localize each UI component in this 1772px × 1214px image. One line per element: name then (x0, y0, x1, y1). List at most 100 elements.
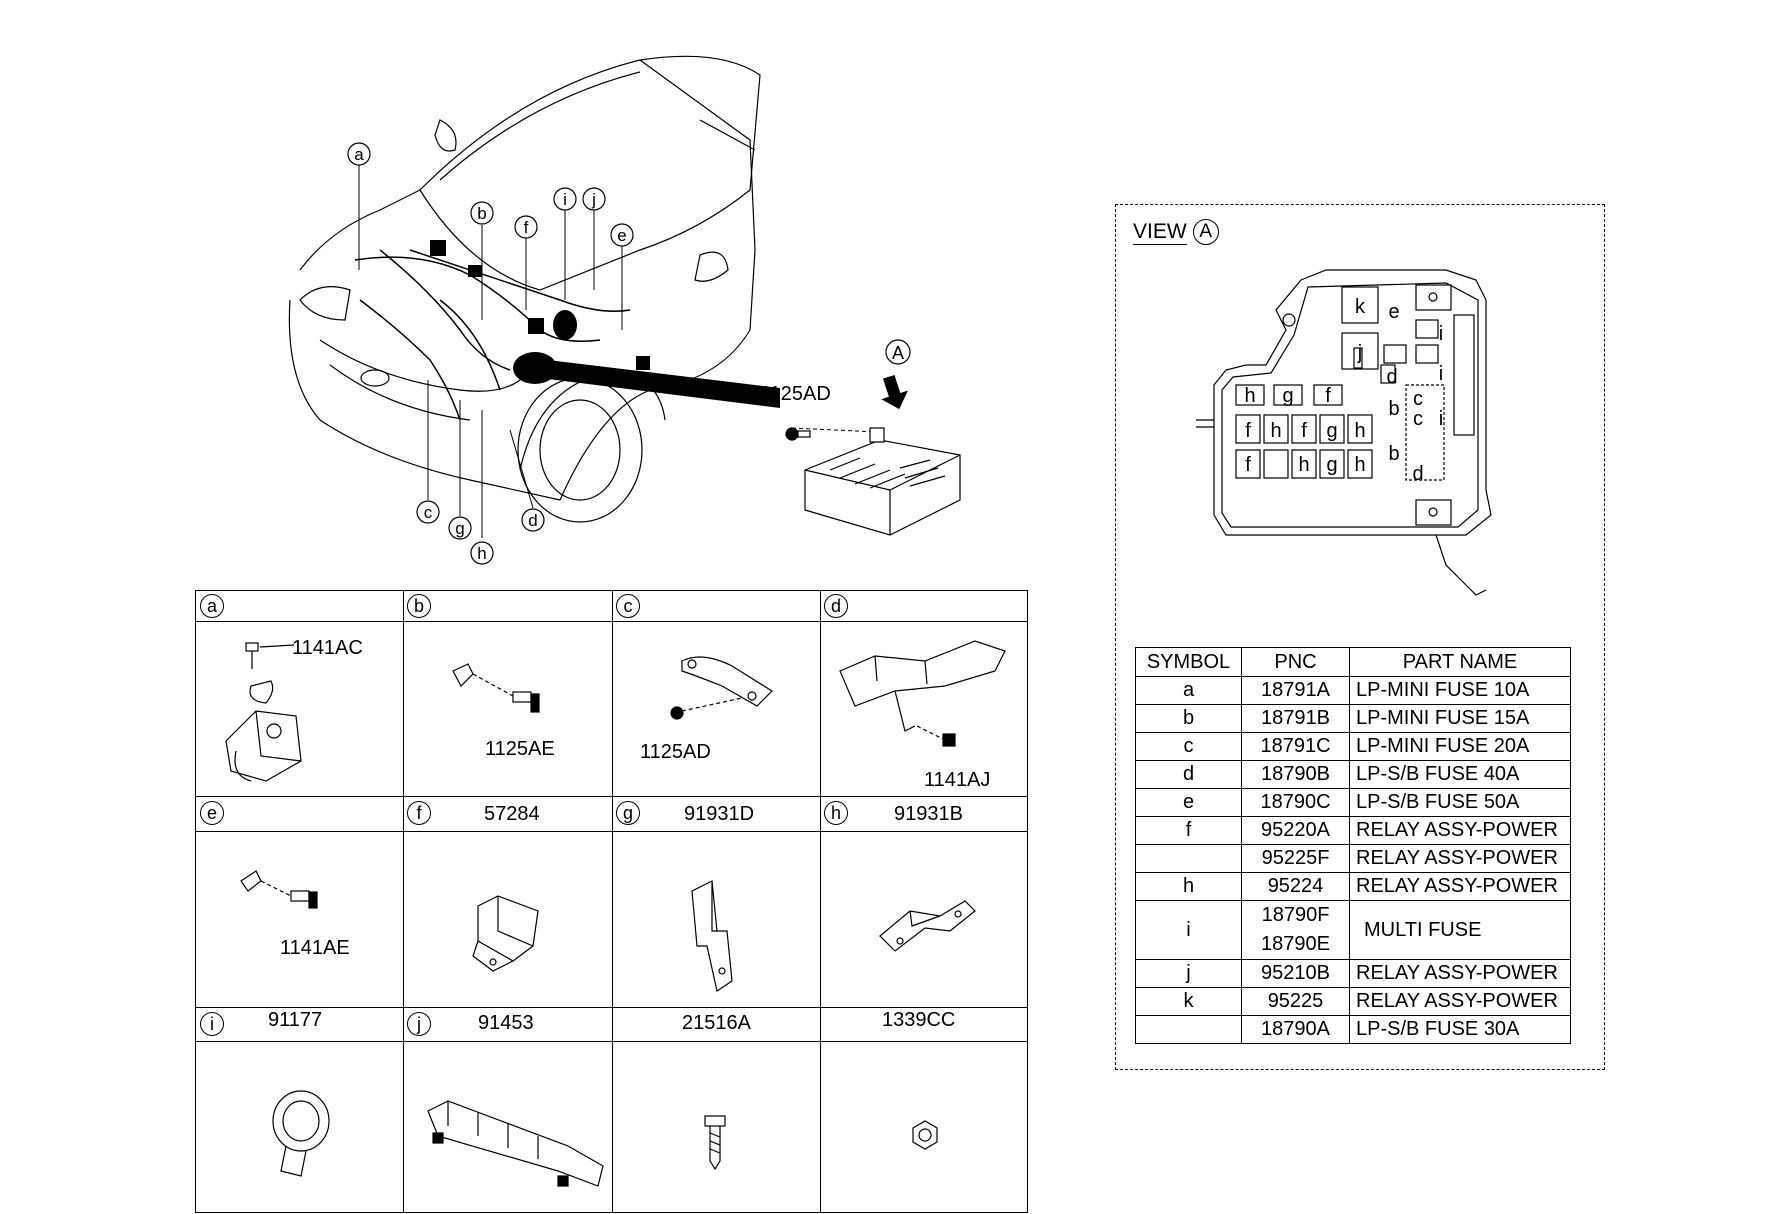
svg-text:d: d (1412, 463, 1423, 485)
callout-a: a (347, 142, 371, 166)
svg-text:h: h (1298, 454, 1309, 476)
svg-text:f: f (1325, 385, 1331, 407)
svg-text:j: j (1357, 342, 1362, 364)
svg-text:h: h (1354, 454, 1365, 476)
bracket-frame-icon (839, 640, 1006, 747)
nut-icon (912, 1120, 938, 1150)
table-header-row: SYMBOL PNC PART NAME (1135, 647, 1571, 677)
grid-cell-h (820, 831, 1029, 1007)
col-symbol: SYMBOL (1135, 647, 1242, 677)
svg-text:i: i (1439, 408, 1443, 430)
svg-text:g: g (1326, 420, 1337, 442)
svg-text:j: j (591, 190, 596, 209)
cell-symbol: e (200, 801, 224, 825)
cell-symbol: b (407, 594, 431, 618)
svg-text:h: h (477, 544, 486, 563)
terminal-bolt-icon (240, 870, 318, 909)
grid-cell-g (612, 831, 820, 1007)
svg-text:e: e (617, 226, 626, 245)
svg-text:g: g (455, 519, 464, 538)
cell-symbol: j (407, 1012, 431, 1036)
part-number: 1141AJ (924, 769, 991, 791)
callout-j: j (582, 187, 606, 211)
svg-text:c: c (424, 503, 433, 522)
callout-c: c (416, 500, 440, 524)
part-number: 91177 (268, 1009, 323, 1031)
callout-g: g (448, 516, 472, 540)
bolt-bracket-icon (452, 663, 540, 713)
fuse-box-top-view: k e j d h g f f h f g h f h g h b b c c … (1196, 269, 1492, 596)
svg-text:c: c (1413, 408, 1423, 430)
cell-symbol: a (200, 594, 224, 618)
grid-cell-b: b 1125AE (403, 591, 612, 796)
callout-h: h (470, 541, 494, 565)
svg-text:h: h (1270, 420, 1281, 442)
svg-text:f: f (1301, 420, 1307, 442)
view-arrow-icon (881, 374, 908, 410)
part-number: 1125AD (640, 741, 711, 763)
svg-text:f: f (1245, 454, 1251, 476)
part-number: 1141AE (280, 937, 350, 959)
grid-cell-d: d 1141AJ (820, 591, 1029, 796)
bracket-91931b-icon (879, 900, 976, 952)
harness-protector-icon (427, 1100, 604, 1187)
cell-symbol: g (616, 801, 640, 825)
callout-i: i (553, 187, 577, 211)
callout-b: b (470, 201, 494, 225)
bolt-part-label: 1125AD (760, 383, 831, 405)
grid-cell-1339cc (820, 1041, 1029, 1214)
grid-cell-j (403, 1041, 612, 1214)
view-a-marker: A (885, 339, 911, 365)
col-part-name: PART NAME (1349, 647, 1571, 677)
part-number: 91453 (478, 1012, 534, 1034)
engine-bay-illustration: a b f i j e c g h d 1125AD (288, 55, 961, 565)
svg-text:b: b (1388, 398, 1399, 420)
svg-text:f: f (1245, 420, 1251, 442)
svg-text:i: i (1439, 323, 1443, 345)
svg-text:h: h (1244, 385, 1255, 407)
cell-symbol: i (200, 1012, 224, 1036)
svg-text:f: f (524, 218, 529, 237)
part-number: 1141AC (292, 637, 363, 659)
grid-cell-a: a 1141AC (196, 591, 403, 796)
horn-icon (272, 1090, 330, 1177)
callout-d: d (521, 508, 545, 532)
cell-symbol: d (824, 594, 848, 618)
cell-symbol: c (616, 594, 640, 618)
svg-text:A: A (892, 343, 904, 363)
component-grid: a 1141AC b 1125AE c 1125AD (195, 590, 1028, 1213)
bolt-icon (785, 427, 811, 441)
part-number: 1339CC (882, 1009, 956, 1031)
svg-text:g: g (1326, 454, 1337, 476)
svg-text:b: b (477, 204, 486, 223)
svg-text:i: i (1439, 363, 1443, 385)
svg-text:g: g (1282, 385, 1293, 407)
svg-text:a: a (354, 145, 364, 164)
grid-cell-f (403, 831, 612, 1007)
svg-text:c: c (1413, 388, 1423, 410)
bracket-91931d-icon (691, 880, 733, 992)
grid-cell-21516a (612, 1041, 820, 1214)
svg-text:k: k (1355, 296, 1366, 318)
svg-text:h: h (1354, 420, 1365, 442)
col-pnc: PNC (1241, 647, 1350, 677)
part-number: 1125AE (485, 738, 555, 760)
svg-text:b: b (1388, 443, 1399, 465)
grid-cell-i (196, 1041, 403, 1214)
svg-text:d: d (528, 511, 537, 530)
screw-icon (704, 1115, 726, 1171)
svg-text:d: d (1386, 366, 1397, 388)
